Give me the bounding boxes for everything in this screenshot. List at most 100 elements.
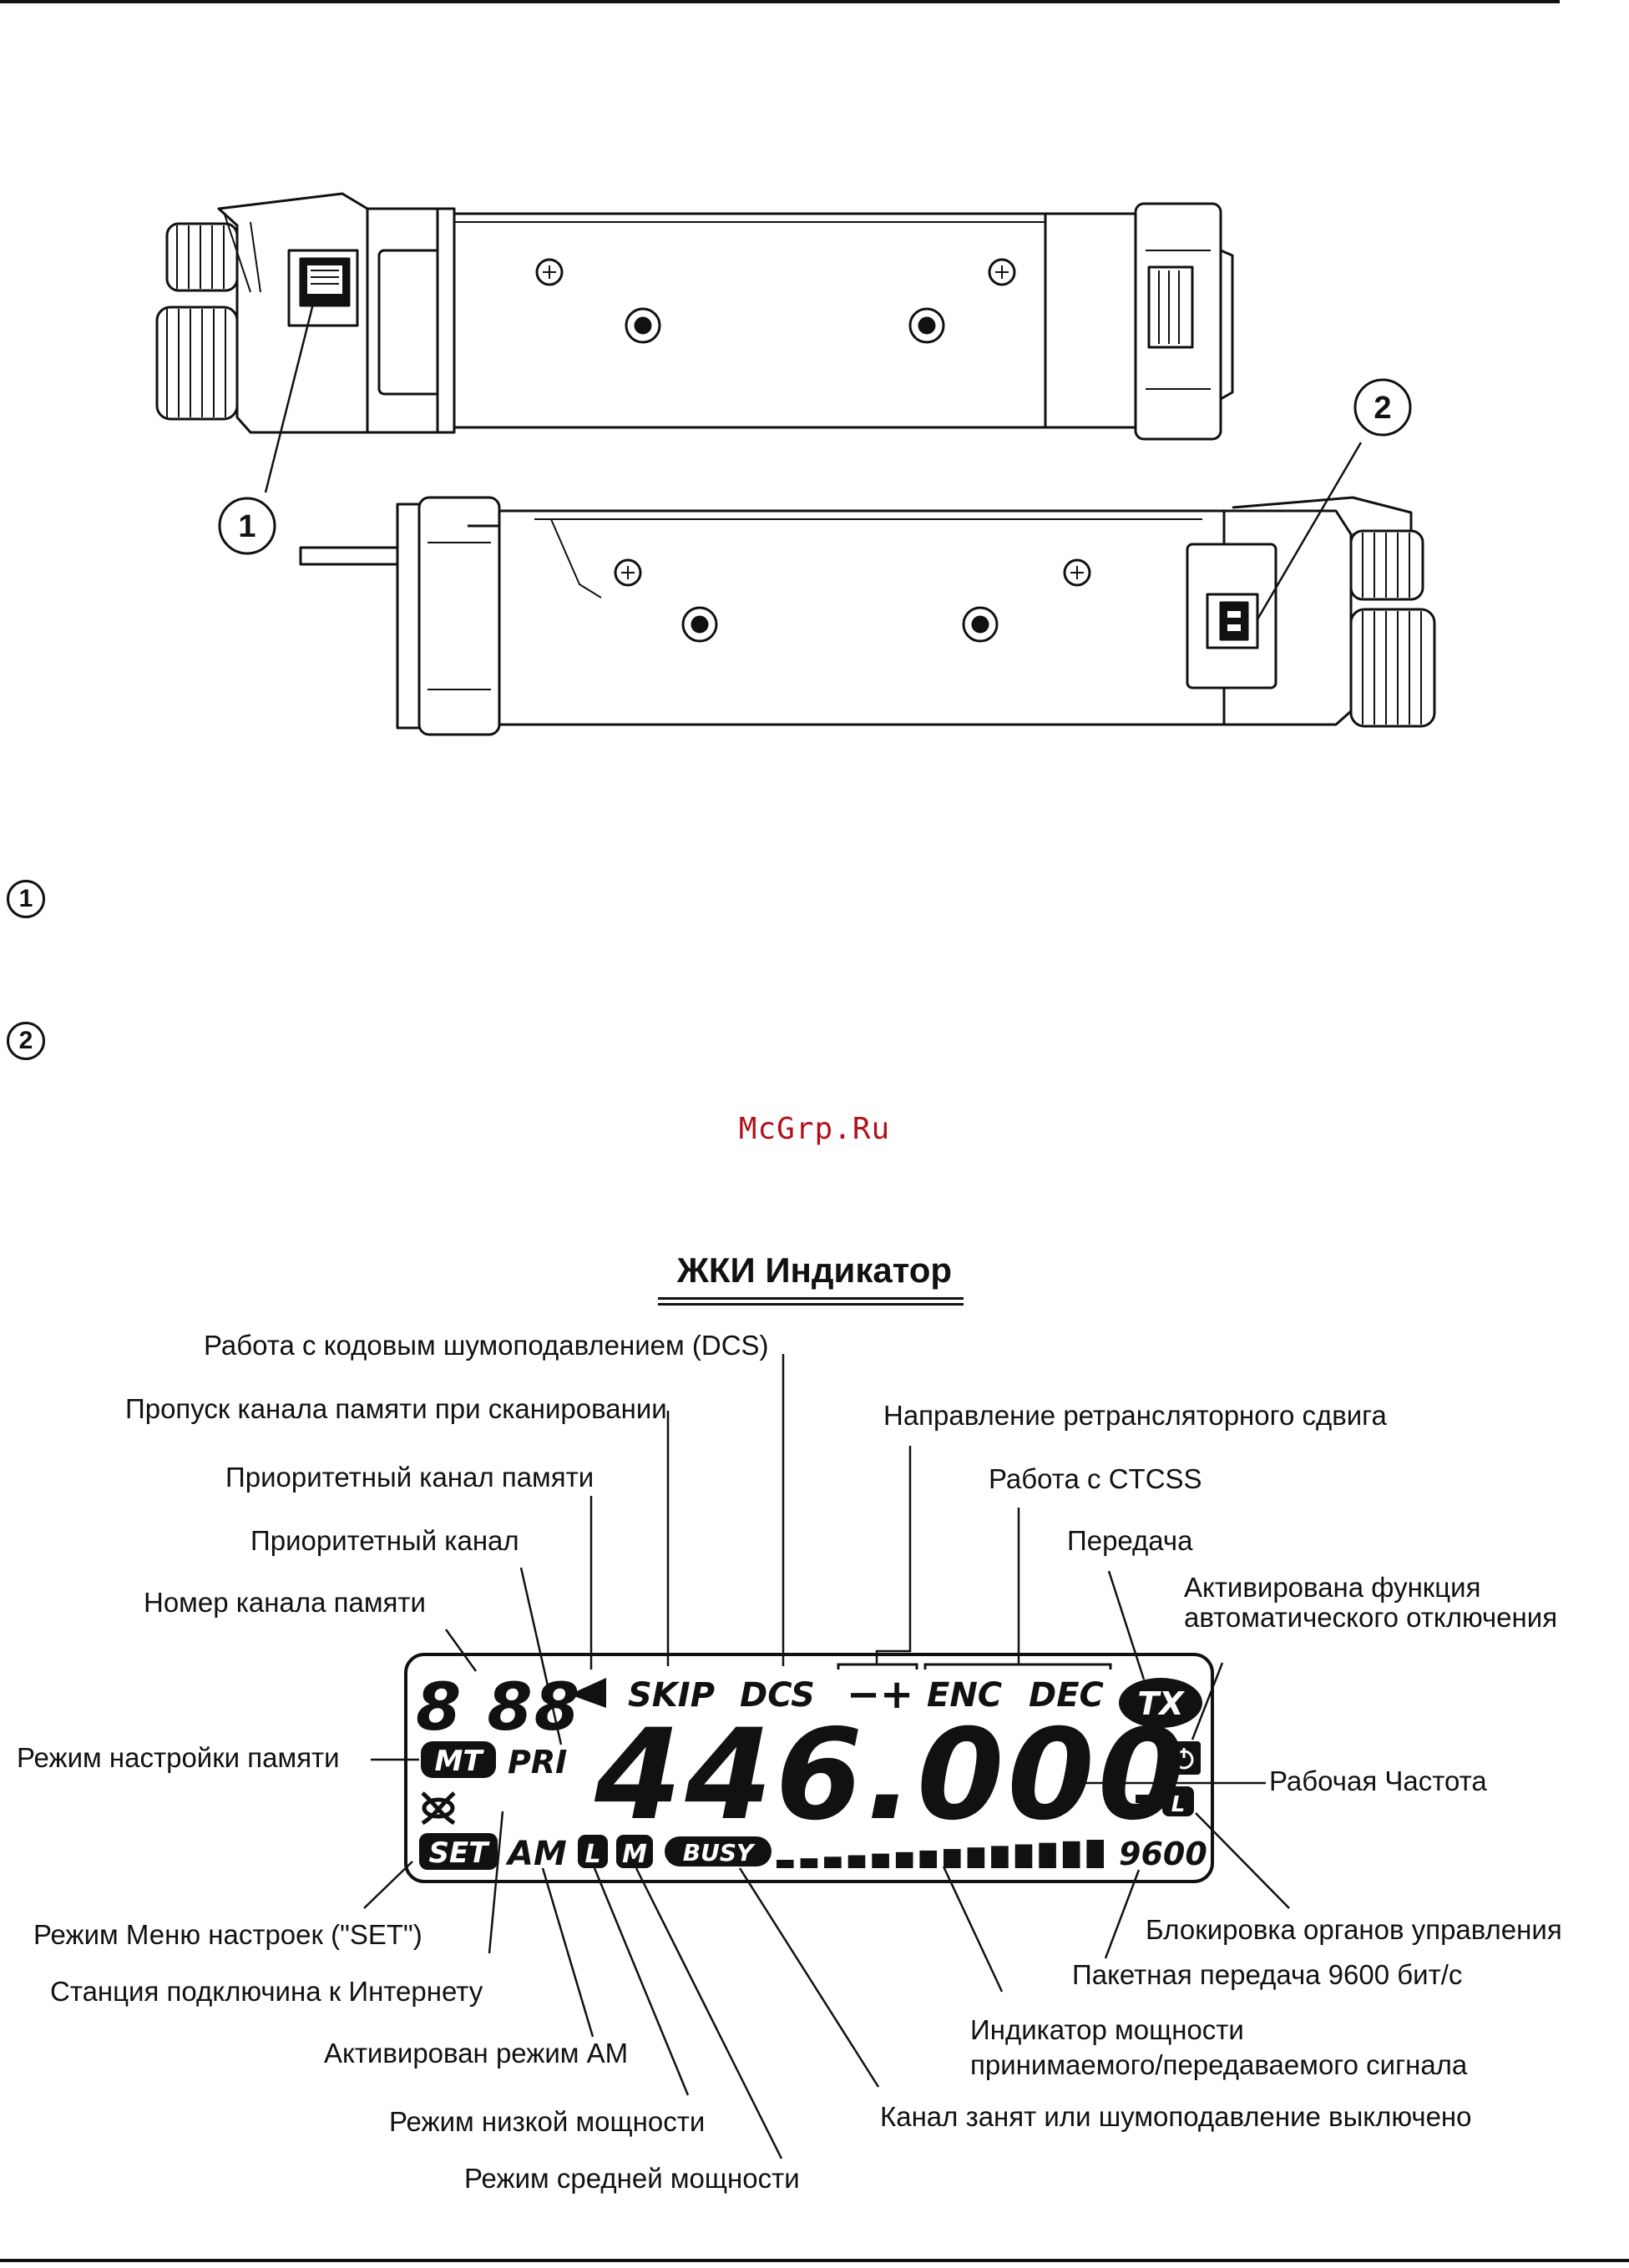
lcd-frequency: 446.000 — [594, 1703, 1188, 1848]
lower-screws — [614, 558, 1091, 643]
lcd-l-badge-bg — [578, 1835, 608, 1868]
lower-end-cap — [396, 496, 536, 736]
signal-bar — [777, 1860, 794, 1868]
upper-large-knob — [155, 306, 239, 421]
label-packet-9600: Пакетная передача 9600 бит/с — [1072, 1959, 1463, 1990]
radio-upper-view — [155, 192, 1234, 441]
label-priority-memory: Приоритетный канал памяти — [225, 1462, 594, 1493]
label-am-mode: Активирован режим АМ — [324, 2038, 629, 2068]
lcd-key-lock-icon: L — [1136, 1786, 1194, 1817]
callout-2-number: 2 — [1374, 391, 1391, 426]
callout-1-number: 1 — [238, 509, 255, 544]
lcd-mt-badge-bg — [421, 1741, 496, 1778]
lcd-frame — [404, 1653, 1214, 1883]
lcd-section-title: ЖКИ Индикатор — [676, 1250, 953, 1290]
lcd-tx-badge-bg — [1119, 1678, 1202, 1728]
lcd-tx-badge: TX — [1137, 1685, 1185, 1722]
leader-memory-number — [444, 1629, 478, 1672]
label-smeter-line1: Индикатор мощности — [970, 2014, 1244, 2045]
radio-side-views: 1 2 — [155, 192, 1436, 736]
label-low-power: Режим низкой мощности — [389, 2106, 706, 2137]
dc-jack-port — [1206, 593, 1259, 649]
signal-bar — [895, 1851, 913, 1868]
lcd-set-badge-bg — [419, 1833, 498, 1870]
signal-bar — [872, 1853, 889, 1868]
label-internet: Станция подключина к Интернету — [50, 1976, 483, 2007]
signal-bar — [800, 1858, 818, 1868]
label-operating-frequency: Рабочая Частота — [1269, 1765, 1487, 1796]
leader-set — [363, 1861, 413, 1909]
lower-small-knob — [1349, 529, 1424, 601]
leader-low — [593, 1867, 690, 2096]
lcd-busy-badge-bg — [665, 1836, 771, 1866]
label-priority-channel: Приоритетный канал — [250, 1525, 519, 1556]
signal-bar — [1039, 1842, 1056, 1868]
lcd-shift-bracket — [837, 1663, 918, 1669]
label-transmit: Передача — [1067, 1525, 1193, 1556]
label-set-mode: Режим Меню настроек ("SET") — [33, 1919, 422, 1950]
lcd-key-badge: L — [1171, 1792, 1186, 1817]
label-smeter-line2: принимаемого/передаваемого сигнала — [970, 2049, 1468, 2080]
note-2-marker: 2 — [7, 1022, 45, 1060]
lcd-signal-meter — [777, 1840, 1104, 1868]
label-busy: Канал занят или шумоподавление выключено — [880, 2101, 1472, 2132]
leader-internet — [488, 1811, 504, 1954]
leader-key-lock — [1195, 1812, 1290, 1909]
leader-mid — [635, 1867, 783, 2159]
signal-bar — [919, 1850, 937, 1868]
leader-priority-channel — [519, 1567, 563, 1745]
lcd-m-badge: M — [622, 1840, 647, 1869]
label-apo-line1: Активирована функция — [1184, 1572, 1481, 1603]
lcd-mt-badge: MT — [434, 1745, 484, 1778]
lcd-dcs: DCS — [740, 1676, 815, 1715]
upper-screws — [535, 258, 1016, 344]
signal-bar — [1062, 1841, 1080, 1868]
lower-large-knob — [1349, 608, 1436, 728]
callout-1: 1 — [218, 300, 316, 555]
lcd-busy-badge: BUSY — [683, 1839, 756, 1866]
label-skip: Пропуск канала памяти при сканировании — [125, 1393, 667, 1424]
signal-bar — [944, 1849, 961, 1868]
top-rule — [0, 0, 1560, 3]
radio-lower-view — [299, 496, 1436, 736]
lcd-set-badge: SET — [429, 1836, 491, 1870]
lcd-skip: SKIP — [628, 1676, 715, 1715]
leader-am — [541, 1867, 594, 2038]
label-memory-tune: Режим настройки памяти — [17, 1742, 340, 1773]
callout-2: 2 — [1256, 378, 1412, 620]
leader-busy — [738, 1867, 880, 2088]
upper-belt-clip — [1134, 202, 1234, 441]
data-jack-port — [287, 249, 359, 327]
note-1-marker: 1 — [7, 880, 45, 918]
bottom-rule — [0, 2259, 1629, 2262]
title-underline — [658, 1297, 964, 1306]
lcd-enc: ENC — [927, 1676, 1002, 1715]
label-repeater-shift: Направление ретрансляторного сдвига — [883, 1400, 1387, 1431]
leader-9600 — [1104, 1869, 1141, 1959]
lcd-priority-arrow — [569, 1678, 606, 1708]
lcd-pri: PRI — [508, 1744, 567, 1781]
lcd-m-badge-bg — [616, 1835, 653, 1868]
label-memory-number: Номер канала памяти — [144, 1587, 426, 1618]
label-ctcss: Работа с CTCSS — [989, 1463, 1202, 1494]
lcd-minus: − — [847, 1671, 880, 1718]
signal-bar — [1014, 1844, 1033, 1868]
leader-transmit — [1107, 1570, 1146, 1680]
label-key-lock: Блокировка органов управления — [1146, 1914, 1562, 1945]
lcd-internet-icon — [421, 1791, 456, 1826]
signal-bar — [1086, 1840, 1104, 1868]
lcd-channel-digits: 8 88 — [416, 1670, 581, 1745]
lcd-tone-bracket — [923, 1663, 1112, 1669]
signal-bar — [847, 1855, 866, 1868]
signal-bar — [967, 1847, 985, 1868]
label-mid-power: Режим средней мощности — [464, 2163, 800, 2194]
lcd-l-badge: L — [584, 1840, 600, 1869]
leader-lines — [363, 1354, 1290, 2159]
watermark: McGrp.Ru — [738, 1112, 891, 1146]
lcd-baud: 9600 — [1119, 1836, 1207, 1872]
lcd-am: AM — [505, 1835, 567, 1873]
label-apo-line2: автоматического отключения — [1184, 1602, 1558, 1633]
leader-shift — [875, 1446, 912, 1664]
lcd-dec: DEC — [1029, 1676, 1104, 1715]
